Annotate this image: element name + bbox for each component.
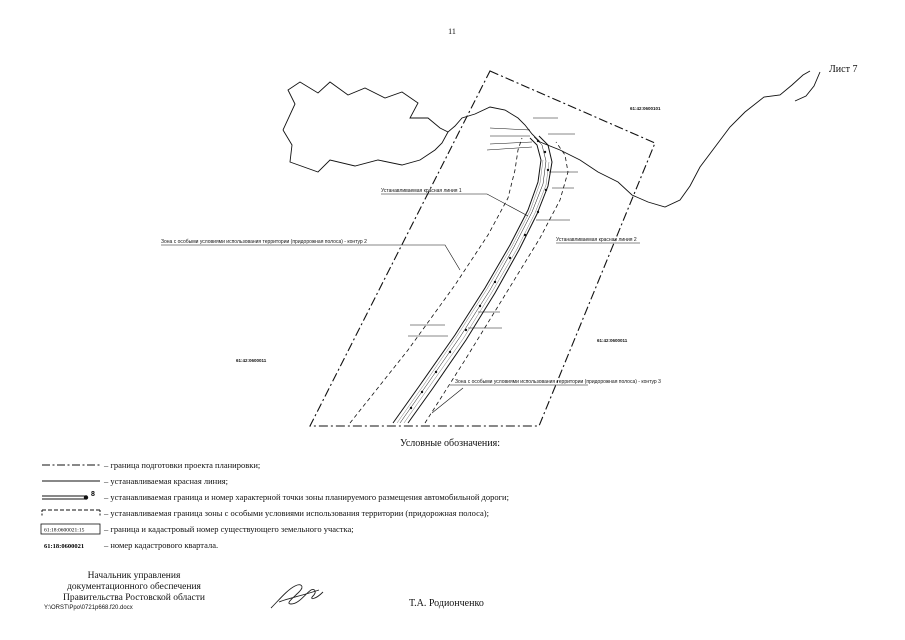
- handwritten-signature: [270, 584, 324, 609]
- legend-text: – устанавливаемая красная линия;: [104, 476, 229, 486]
- parcel-boundary: [282, 70, 811, 208]
- dashed-bracket-icon: [41, 509, 101, 517]
- zone-boundary-right: [424, 141, 569, 424]
- characteristic-points: [409, 139, 550, 410]
- road-inner-2: [403, 161, 550, 424]
- sheet-label: Лист 7: [829, 64, 858, 75]
- label-zone-contour-3: Зона с особыми условиями использования т…: [455, 379, 661, 385]
- quarter-label-top: 61:42:0600101: [630, 106, 661, 111]
- legend-item-quarter: 61:18:0600021 – номер кадастрового кварт…: [40, 537, 800, 553]
- position-line: Правительства Ростовской области: [63, 593, 205, 603]
- label-red-line-1: Устанавливаемая красная линия 1: [381, 188, 462, 194]
- legend-text: – устанавливаемая граница и номер характ…: [104, 492, 509, 502]
- legend-item-red-line: – устанавливаемая красная линия;: [40, 473, 800, 489]
- legend-text: – граница подготовки проекта планировки;: [104, 460, 261, 470]
- road-axis: [399, 136, 547, 424]
- label-zone-contour-2: Зона с особыми условиями использования т…: [161, 239, 367, 245]
- point-line-icon: 8: [42, 491, 95, 500]
- legend-text: – устанавливаемая граница зоны с особыми…: [104, 508, 489, 518]
- label-red-line-2: Устанавливаемая красная линия 2: [556, 237, 637, 243]
- project-boundary: [309, 70, 656, 427]
- page-number: 11: [448, 27, 456, 36]
- road-red-line-1: [392, 137, 542, 424]
- quarter-number-icon: 61:18:0600021: [44, 543, 84, 550]
- label-leaders: [161, 193, 640, 414]
- parcel-box-icon: 61:18:0600021:15: [40, 523, 101, 535]
- position-line: документационного обеспечения: [67, 582, 201, 592]
- solid-line-icon: [42, 480, 100, 482]
- legend: – граница подготовки проекта планировки;…: [40, 457, 800, 553]
- road-inner-1: [396, 159, 544, 424]
- legend-item-project-boundary: – граница подготовки проекта планировки;: [40, 457, 800, 473]
- legend-title: Условные обозначения:: [399, 438, 500, 449]
- parcel-boundary-right: [794, 71, 821, 102]
- legend-item-special-zone: – устанавливаемая граница зоны с особыми…: [40, 505, 800, 521]
- legend-item-parcel: 61:18:0600021:15 – граница и кадастровый…: [40, 521, 800, 537]
- signer-name: Т.А. Родионченко: [409, 598, 484, 609]
- quarter-label-right: 61:42:0600011: [597, 338, 628, 343]
- legend-item-road-zone: 8 – устанавливаемая граница и номер хара…: [40, 489, 800, 505]
- legend-quarter-sample: 61:18:0600021: [44, 543, 84, 550]
- signatory-position: Начальник управления документационного о…: [44, 571, 224, 604]
- road-red-line-2: [407, 135, 553, 424]
- file-path: Y:\ORST\Ppo\0721p668.f20.docx: [44, 605, 133, 611]
- legend-text: – граница и кадастровый номер существующ…: [104, 524, 354, 534]
- quarter-label-left: 61:42:0600011: [236, 358, 267, 363]
- legend-parcel-sample: 61:18:0600021:15: [44, 528, 85, 534]
- parcel-boundary-left: [282, 129, 449, 173]
- legend-point-number: 8: [91, 491, 95, 498]
- zone-boundary-left: [349, 137, 523, 424]
- parcel-callouts: [408, 117, 578, 337]
- planning-map: Устанавливаемая красная линия 1 Устанавл…: [161, 70, 821, 427]
- position-line: Начальник управления: [87, 571, 181, 581]
- dash-dot-line-icon: [42, 464, 100, 466]
- legend-text: – номер кадастрового квартала.: [104, 540, 219, 550]
